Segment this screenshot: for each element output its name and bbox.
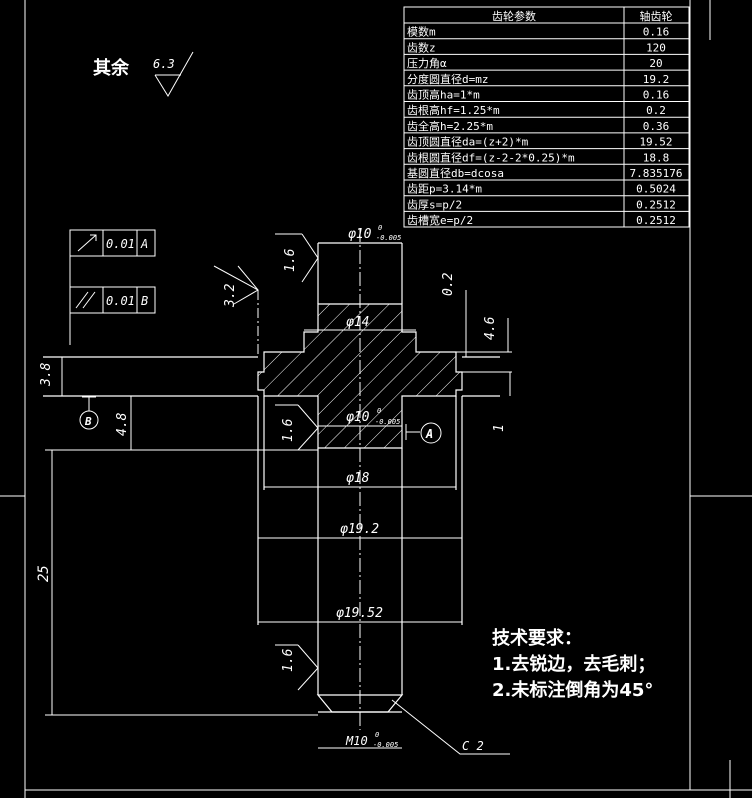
dim-dia-19-2: φ19.2	[340, 522, 379, 537]
table-row-value: 19.52	[639, 136, 672, 149]
tolerance-frame-runout: 0.01 A	[69, 229, 156, 345]
parallelism-datum: B	[141, 294, 148, 308]
table-header-param: 齿轮参数	[492, 9, 536, 23]
table-row-value: 20	[649, 57, 662, 70]
roughness-mid-value: 1.6	[281, 418, 296, 442]
table-row-value: 0.2	[646, 104, 666, 117]
datum-a-label: A	[425, 427, 433, 441]
datum-a-marker: A	[405, 422, 442, 444]
surface-finish-value: 6.3	[153, 57, 175, 71]
table-row-value: 0.36	[643, 120, 670, 133]
dim-dia-19-52: φ19.52	[336, 606, 383, 621]
table-row-value: 0.16	[643, 89, 670, 102]
dim-dia-18: φ18	[346, 471, 370, 486]
roughness-symbol-icon	[154, 51, 194, 97]
table-row-value: 18.8	[643, 151, 670, 164]
table-row-value: 19.2	[643, 73, 670, 86]
dim-dia-14: φ14	[346, 315, 369, 330]
dim-dia-top: φ10	[348, 227, 372, 242]
table-row-param: 齿数z	[407, 41, 436, 54]
dim-len-3-8: 3.8	[39, 362, 54, 387]
table-row-param: 齿根圆直径df=(z-2-2*0.25)*m	[407, 150, 575, 164]
dim-len-25: 25	[36, 565, 52, 582]
datum-b-marker: B	[79, 396, 99, 430]
table-row-param: 基圆直径db=dcosa	[407, 166, 504, 180]
tolerance-frame-parallelism: 0.01 B	[69, 286, 156, 314]
table-row-value: 7.835176	[630, 167, 683, 180]
runout-arrow-icon	[77, 234, 97, 252]
notes-item-2: 2.未标注倒角为45°	[492, 679, 653, 701]
dimension-lines	[45, 242, 512, 755]
gear-parameter-table: 齿轮参数 轴齿轮 模数m 0.16 齿数z 120 压力角α 20 分度圆直径d=mz 19.…	[403, 6, 690, 228]
table-row-param: 齿根高hf=1.25*m	[407, 103, 500, 117]
table-row-value: 120	[646, 41, 666, 54]
table-row-value: 0.5024	[636, 183, 676, 196]
runout-datum: A	[140, 237, 148, 251]
dim-len-1: 1	[492, 424, 507, 432]
dim-dia-10-mid-tol-lower: -0.005	[375, 418, 400, 426]
datum-b-label: B	[84, 415, 92, 428]
notes-title: 技术要求：	[492, 627, 582, 649]
roughness-top-value: 1.6	[283, 248, 298, 272]
table-row-param: 齿厚s=p/2	[407, 198, 462, 211]
notes-item-1: 1.去锐边，去毛刺；	[492, 653, 655, 675]
dim-len-4-6: 4.6	[483, 316, 498, 340]
dim-dia-top-tol-upper: 0	[378, 224, 382, 232]
parallelism-value: 0.01	[106, 294, 135, 308]
dim-dia-top-tol-lower: -0.005	[376, 234, 401, 242]
roughness-marks	[213, 233, 319, 691]
dim-thread: M10	[345, 734, 368, 748]
technical-requirements: 技术要求： 1.去锐边，去毛刺； 2.未标注倒角为45°	[492, 627, 655, 701]
roughness-left-value: 3.2	[223, 283, 238, 308]
dimension-texts: φ10 0 -0.005 φ14 φ10 0 -0.005 φ18 φ19.2 …	[36, 224, 507, 753]
surface-finish-label: 其余	[93, 57, 130, 79]
table-row-param: 压力角α	[407, 57, 447, 70]
dim-thread-tol-upper: 0	[375, 731, 379, 739]
table-row-param: 齿全高h=2.25*m	[407, 119, 493, 133]
dim-len-0-2: 0.2	[441, 272, 456, 296]
dim-dia-10-mid: φ10	[346, 410, 370, 425]
table-header-value: 轴齿轮	[640, 9, 673, 23]
table-row-param: 齿顶圆直径da=(z+2)*m	[407, 135, 529, 149]
parallelism-icon	[75, 291, 96, 309]
table-row-param: 分度圆直径d=mz	[407, 72, 489, 86]
table-row-value: 0.2512	[636, 214, 676, 227]
table-row-param: 齿顶高ha=1*m	[407, 88, 480, 102]
roughness-bottom-value: 1.6	[281, 648, 296, 672]
table-row-param: 齿距p=3.14*m	[407, 183, 482, 196]
dim-chamfer: C 2	[462, 739, 484, 753]
dim-dia-10-mid-tol-upper: 0	[377, 407, 381, 415]
runout-value: 0.01	[106, 237, 135, 251]
dim-thread-tol-lower: -0.005	[373, 741, 398, 749]
table-row-value: 0.2512	[636, 198, 676, 211]
general-surface-finish: 其余 6.3	[93, 51, 194, 97]
table-row-value: 0.16	[643, 26, 670, 39]
dim-len-4-8: 4.8	[115, 412, 130, 436]
table-row-param: 齿槽宽e=p/2	[407, 213, 473, 227]
table-row-param: 模数m	[407, 26, 436, 39]
